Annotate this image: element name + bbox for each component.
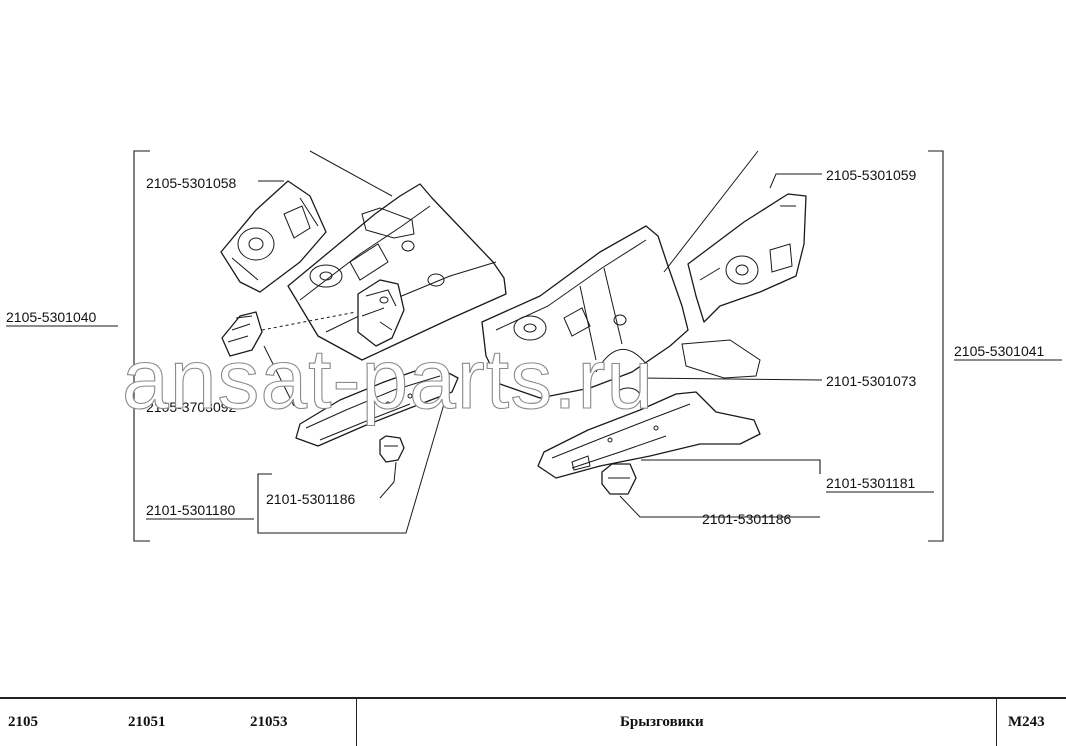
label-5301059: 2105-5301059: [826, 167, 917, 183]
small-bracket-dash-line: [261, 311, 357, 331]
footer-divider-right: [996, 699, 997, 746]
right-mudguard-part: [481, 225, 689, 405]
leader-5301073: [639, 377, 823, 381]
leader-5301041-panel: [663, 150, 759, 273]
footer-bar: 2105 21051 21053 Брызговики M243: [0, 697, 1066, 746]
section-title: Брызговики: [620, 714, 704, 730]
right-spar-mount-part: [601, 463, 637, 495]
leader-5301186-right: [619, 495, 820, 518]
right-group-bracket: [928, 150, 944, 542]
footer-divider-left: [356, 699, 357, 746]
label-5301181: 2101-5301181: [826, 475, 915, 491]
left-front-spar-part: [295, 363, 459, 447]
label-5301073: 2101-5301073: [826, 373, 917, 389]
right-front-spar-part: [537, 339, 761, 479]
leader-3703092: [263, 345, 295, 407]
model-code-2: 21051: [128, 714, 166, 730]
watermark: ansat-parts.ru: [122, 332, 654, 426]
leader-5301059: [769, 173, 822, 189]
label-3703092: 2105-3703092: [146, 399, 237, 415]
label-5301041: 2105-5301041: [954, 343, 1045, 359]
label-5301058: 2105-5301058: [146, 175, 237, 191]
label-5301186-right: 2101-5301186: [702, 511, 791, 527]
left-spar-bracket: [257, 473, 272, 534]
leader-5301186-left: [379, 461, 397, 499]
label-5301180: 2101-5301180: [146, 502, 235, 518]
model-code-1: 2105: [8, 714, 38, 730]
label-5301040: 2105-5301040: [6, 309, 97, 325]
right-upper-panel-part: [687, 193, 807, 323]
left-group-bracket: [133, 150, 150, 542]
left-upper-panel-part: [220, 180, 327, 293]
label-5301186-left: 2101-5301186: [266, 491, 355, 507]
left-suspension-bracket-part: [357, 279, 405, 347]
model-code-3: 21053: [250, 714, 288, 730]
page-code: M243: [1008, 714, 1045, 730]
left-spar-mount-part: [379, 435, 405, 463]
right-spar-bracket: [641, 459, 821, 474]
leader-5301180: [272, 403, 445, 534]
small-bracket-part: [221, 311, 263, 357]
leader-5301040-panel: [309, 150, 393, 197]
